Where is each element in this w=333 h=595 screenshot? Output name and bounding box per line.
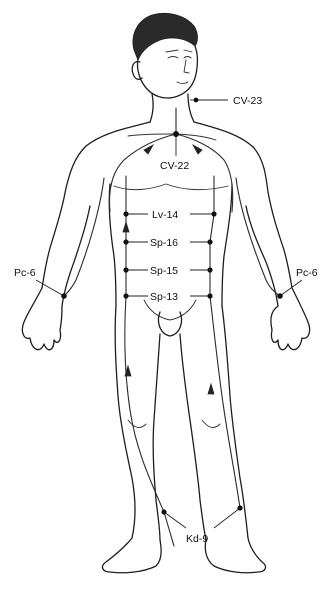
point-label: Sp-15: [150, 265, 178, 277]
acupoint-pc-6-left: Pc-6: [277, 267, 318, 299]
right-arm-channel: [236, 178, 280, 296]
right-shoulder-channel: [176, 134, 233, 212]
point-marker: [207, 267, 212, 272]
point-label: CV-22: [160, 160, 189, 172]
point-marker: [207, 239, 212, 244]
point-marker: [161, 509, 166, 514]
acupoint-sp-15: Sp-15: [123, 265, 212, 277]
point-label: Sp-16: [150, 237, 178, 249]
point-marker: [211, 211, 216, 216]
arrow-icon: [123, 222, 129, 232]
point-label: Lv-14: [152, 209, 178, 221]
point-label: CV-23: [233, 95, 262, 107]
left-hand: [22, 288, 62, 350]
point-marker: [123, 267, 128, 272]
right-knee: [202, 420, 220, 427]
acupoints: CV-23 CV-22 Lv-14 Sp-16: [14, 95, 318, 545]
arrow-icon: [144, 145, 153, 154]
hair: [133, 13, 198, 60]
head: [137, 46, 197, 98]
right-leg-inner: [180, 334, 206, 540]
point-label: Kd-9: [186, 533, 208, 545]
torso-right: [222, 184, 232, 306]
right-vertical-channel: [210, 176, 240, 508]
point-marker: [194, 98, 199, 103]
mouth: [177, 82, 188, 84]
point-label: Pc-6: [14, 267, 36, 279]
arrow-icon: [193, 145, 202, 154]
point-marker: [173, 131, 179, 137]
left-side-outer: [42, 122, 150, 288]
point-marker: [123, 239, 128, 244]
meridian-channels: [64, 108, 280, 546]
brow: [166, 50, 192, 52]
point-marker: [123, 211, 128, 216]
point-label: Pc-6: [296, 267, 318, 279]
arrow-icon: [208, 384, 214, 394]
acupoint-sp-13: Sp-13: [123, 291, 212, 303]
right-foot: [205, 538, 265, 573]
groin: [144, 300, 196, 320]
genitals: [158, 312, 181, 336]
left-vertical-channel: [125, 176, 174, 546]
torso-left: [109, 184, 116, 306]
point-label: Sp-13: [150, 291, 178, 303]
point-marker: [61, 293, 67, 299]
point-marker: [123, 293, 128, 298]
point-marker: [277, 293, 283, 299]
left-foot: [103, 538, 162, 573]
point-marker: [237, 505, 242, 510]
acupoint-lv-14: Lv-14: [123, 209, 216, 221]
left-leg-inner: [153, 334, 160, 540]
eyes: [168, 57, 191, 59]
left-arm-channel: [64, 178, 104, 296]
pectoral-line: [114, 184, 228, 190]
left-knee: [128, 420, 146, 427]
left-inner-arm: [62, 206, 90, 306]
nose: [184, 60, 189, 73]
left-shoulder-channel: [110, 134, 176, 212]
point-marker: [207, 293, 212, 298]
acupoint-pc-6-right: Pc-6: [14, 267, 67, 299]
acupoint-sp-16: Sp-16: [123, 237, 212, 249]
acupoint-cv-23: CV-23: [190, 95, 262, 107]
